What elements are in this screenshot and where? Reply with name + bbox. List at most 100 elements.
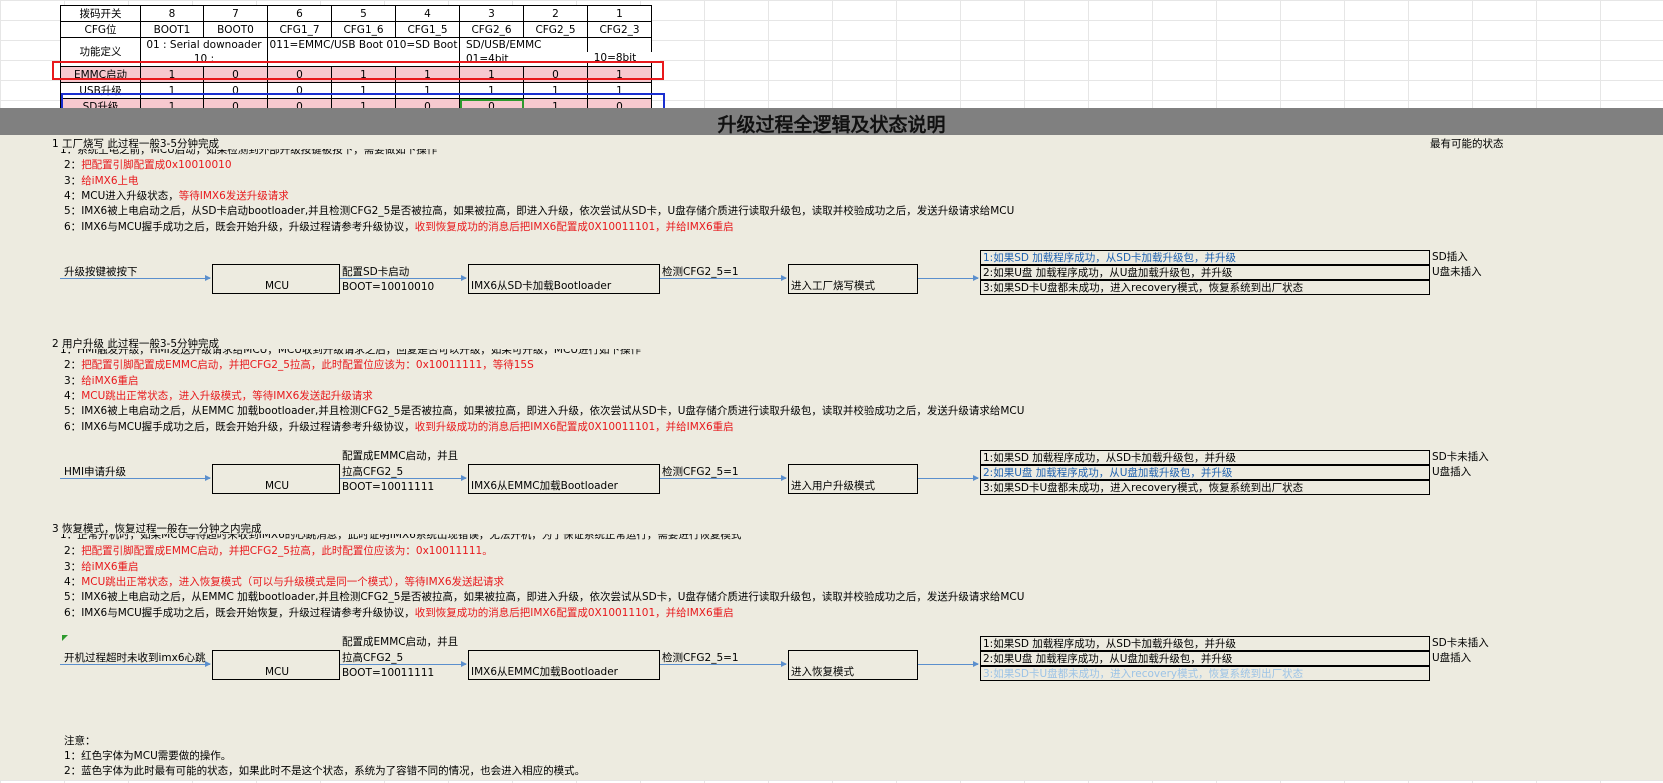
bootloader-box: IMX6从EMMC加载Bootloader xyxy=(468,464,660,494)
step-num: 2： xyxy=(64,359,82,371)
flow-trigger: HMI申请升级 xyxy=(64,466,127,478)
step-line: 3：给iMX6重启 xyxy=(64,561,139,574)
flow-check: 检测CFG2_5=1 xyxy=(662,652,739,664)
step-num: 6： xyxy=(64,607,82,619)
cell[interactable]: CFG1_7 xyxy=(267,21,332,38)
truncated-step-text: 1：系统上电之前，MCU启动，如果检测到外部升级按键被按下，需要做如下操作 xyxy=(60,149,438,156)
cell[interactable]: 4 xyxy=(395,5,460,22)
result-text: 1:如果SD 加载程序成功，从SD卡加载升级包，并升级 xyxy=(983,638,1237,650)
flow-arrow xyxy=(340,661,467,667)
result-box: 1:如果SD 加载程序成功，从SD卡加载升级包，并升级 xyxy=(980,250,1430,265)
result-box: 3:如果SD卡U盘都未成功，进入recovery模式，恢复系统到出厂状态 xyxy=(980,480,1430,495)
cell[interactable]: 2 xyxy=(523,5,588,22)
flow-arrow xyxy=(660,275,787,281)
step-text: 把配置引脚配置成0x10010010 xyxy=(81,159,232,171)
step-text: IMX6被上电启动之后，从EMMC 加载bootloader,并且检测CFG2_… xyxy=(81,591,1025,603)
flow-config-line2: 拉高CFG2_5 xyxy=(342,466,404,478)
step-num: 5： xyxy=(64,591,82,603)
mode-box: 进入恢复模式 xyxy=(788,650,918,680)
step-num: 3： xyxy=(64,175,82,187)
cell[interactable]: BOOT1 xyxy=(140,21,204,38)
step-text: MCU跳出正常状态，进入恢复模式（可以与升级模式是同一个模式），等待IMX6发送… xyxy=(81,576,505,588)
cell[interactable]: CFG2_3 xyxy=(587,21,652,38)
step-num: 5： xyxy=(64,405,82,417)
mcu-box: MCU xyxy=(212,264,340,294)
flow-arrow xyxy=(60,661,211,667)
flow-arrow xyxy=(660,661,787,667)
flow-arrow xyxy=(340,275,467,281)
cell[interactable]: CFG位 xyxy=(60,21,141,38)
cell[interactable]: 拨码开关 xyxy=(60,5,141,22)
result-box: 3:如果SD卡U盘都未成功，进入recovery模式，恢复系统到出厂状态 xyxy=(980,666,1430,681)
step-num: 6： xyxy=(64,221,82,233)
result-text: 2:如果U盘 加载程序成功，从U盘加载升级包，并升级 xyxy=(983,467,1233,479)
mode-label: 进入工厂烧写模式 xyxy=(791,280,875,292)
mode-box: 进入工厂烧写模式 xyxy=(788,264,918,294)
cell[interactable]: 5 xyxy=(331,5,396,22)
flow-arrow xyxy=(660,475,787,481)
flow-config-line1: 配置成EMMC启动，并且 xyxy=(342,450,459,462)
mcu-label: MCU xyxy=(265,280,290,292)
step-num: 6： xyxy=(64,421,82,433)
result-text: 1:如果SD 加载程序成功，从SD卡加载升级包，并升级 xyxy=(983,252,1237,264)
step-line: 2：把配置引脚配置成EMMC启动，并把CFG2_5拉高，此时配置位应该为：0x1… xyxy=(64,545,493,558)
result-text: 2:如果U盘 加载程序成功，从U盘加载升级包，并升级 xyxy=(983,653,1233,665)
step-text: IMX6与MCU握手成功之后，既会开始恢复，升级过程请参考升级协议， xyxy=(81,607,415,619)
result-side-label: SD插入 xyxy=(1432,251,1468,263)
result-box: 1:如果SD 加载程序成功，从SD卡加载升级包，并升级 xyxy=(980,450,1430,465)
step-line: 3：给iMX6上电 xyxy=(64,175,139,188)
cell[interactable]: 7 xyxy=(203,5,268,22)
cell[interactable]: CFG2_6 xyxy=(459,21,524,38)
cell[interactable]: BOOT0 xyxy=(203,21,268,38)
result-text: 1:如果SD 加载程序成功，从SD卡加载升级包，并升级 xyxy=(983,452,1237,464)
step-text: 给iMX6重启 xyxy=(81,375,139,387)
step-line: 4：MCU跳出正常状态，进入升级模式，等待IMX6发送起升级请求 xyxy=(64,390,373,403)
result-side-label: SD卡未插入 xyxy=(1432,637,1489,649)
flow-trigger: 开机过程超时未收到imx6心跳 xyxy=(64,652,206,664)
step-num: 2： xyxy=(64,545,82,557)
cell[interactable]: 6 xyxy=(267,5,332,22)
flow-arrow xyxy=(60,275,211,281)
mcu-label: MCU xyxy=(265,480,290,492)
section-heading: 3 恢复模式，恢复过程一般在一分钟之内完成 xyxy=(52,523,262,535)
result-side-label: U盘插入 xyxy=(1432,652,1472,664)
truncated-step-1: 1：HMI触发升级，HMI发送升级请求给MCU，MCU收到升级请求之后，回复是否… xyxy=(60,349,641,357)
section-heading: 2 用户升级 此过程一般3-5分钟完成 xyxy=(52,338,220,350)
step-num: 5： xyxy=(64,205,82,217)
step-line: 5：IMX6被上电启动之后，从EMMC 加载bootloader,并且检测CFG… xyxy=(64,591,1024,604)
result-text: 2:如果U盘 加载程序成功，从U盘加载升级包，并升级 xyxy=(983,267,1233,279)
step-text: IMX6被上电启动之后，从EMMC 加载bootloader,并且检测CFG2_… xyxy=(81,405,1025,417)
dip-switch-row: 拨码开关 8 7 6 5 4 3 2 1 xyxy=(60,5,652,22)
step-num: 4： xyxy=(64,576,82,588)
step-line: 6：IMX6与MCU握手成功之后，既会开始恢复，升级过程请参考升级协议，收到恢复… xyxy=(64,607,734,620)
comment-marker-icon xyxy=(62,635,68,641)
flow-config-line1: 配置SD卡启动 xyxy=(342,266,410,278)
flow-arrow xyxy=(918,275,979,281)
step-line: 6：IMX6与MCU握手成功之后，既会开始升级，升级过程请参考升级协议，收到恢复… xyxy=(64,221,734,234)
step-line: 5：IMX6被上电启动之后，从SD卡启动bootloader,并且检测CFG2_… xyxy=(64,205,1014,218)
mode-box: 进入用户升级模式 xyxy=(788,464,918,494)
cell[interactable]: CFG1_5 xyxy=(395,21,460,38)
cell[interactable]: 1 xyxy=(587,5,652,22)
most-possible-state-label: 最有可能的状态 xyxy=(1430,138,1504,150)
step-num: 3： xyxy=(64,561,82,573)
result-box: 3:如果SD卡U盘都未成功，进入recovery模式，恢复系统到出厂状态 xyxy=(980,280,1430,295)
result-box: 2:如果U盘 加载程序成功，从U盘加载升级包，并升级 xyxy=(980,465,1430,480)
cell[interactable]: CFG1_6 xyxy=(331,21,396,38)
result-text: 3:如果SD卡U盘都未成功，进入recovery模式，恢复系统到出厂状态 xyxy=(983,482,1304,494)
bootloader-box: IMX6从EMMC加载Bootloader xyxy=(468,650,660,680)
result-box: 1:如果SD 加载程序成功，从SD卡加载升级包，并升级 xyxy=(980,636,1430,651)
flow-check: 检测CFG2_5=1 xyxy=(662,466,739,478)
bootloader-label: IMX6从SD卡加载Bootloader xyxy=(471,280,612,292)
mode-label: 进入用户升级模式 xyxy=(791,480,875,492)
flow-config-line3: BOOT=10011111 xyxy=(342,667,435,679)
truncated-step-1: 1：系统上电之前，MCU启动，如果检测到外部升级按键被按下，需要做如下操作 xyxy=(60,149,437,157)
section-heading: 1 工厂烧写 此过程一般3-5分钟完成 xyxy=(52,138,220,150)
cell[interactable]: 3 xyxy=(459,5,524,22)
flow-config-line3: BOOT=10010010 xyxy=(342,281,435,293)
cell[interactable]: CFG2_5 xyxy=(523,21,588,38)
mcu-label: MCU xyxy=(265,666,290,678)
cell[interactable]: 8 xyxy=(140,5,204,22)
notes-title: 注意： xyxy=(64,735,96,747)
flow-arrow xyxy=(340,475,467,481)
